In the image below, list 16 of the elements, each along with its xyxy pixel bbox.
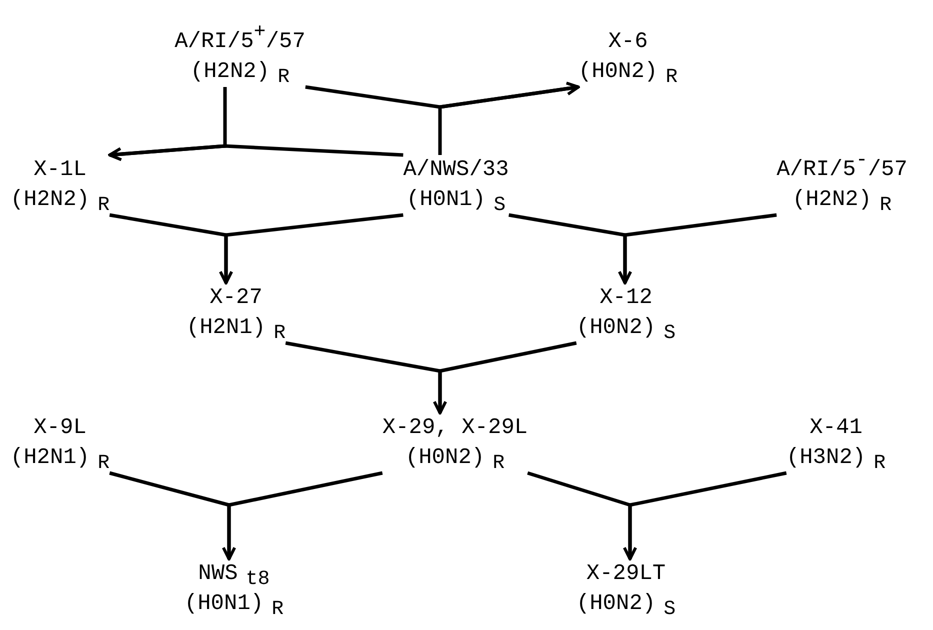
arrow <box>433 341 577 414</box>
strain-label: X-9L <box>34 414 86 442</box>
strain-label: X-27 <box>210 284 262 312</box>
arrow <box>623 471 787 560</box>
arrow <box>219 213 404 284</box>
strain-label: X-41 <box>810 414 862 442</box>
strain-label: X-1L <box>34 156 86 184</box>
arrow <box>222 471 383 560</box>
arrow <box>438 82 580 155</box>
arrow <box>618 213 777 284</box>
arrow <box>108 144 404 162</box>
strain-label: X-12 <box>600 284 652 312</box>
strain-label: A/NWS/33 <box>403 156 509 184</box>
strain-label: X-6 <box>608 28 648 56</box>
strain-label: X-29LT <box>586 560 666 588</box>
strain-label: X-29, X-29L <box>382 414 528 442</box>
